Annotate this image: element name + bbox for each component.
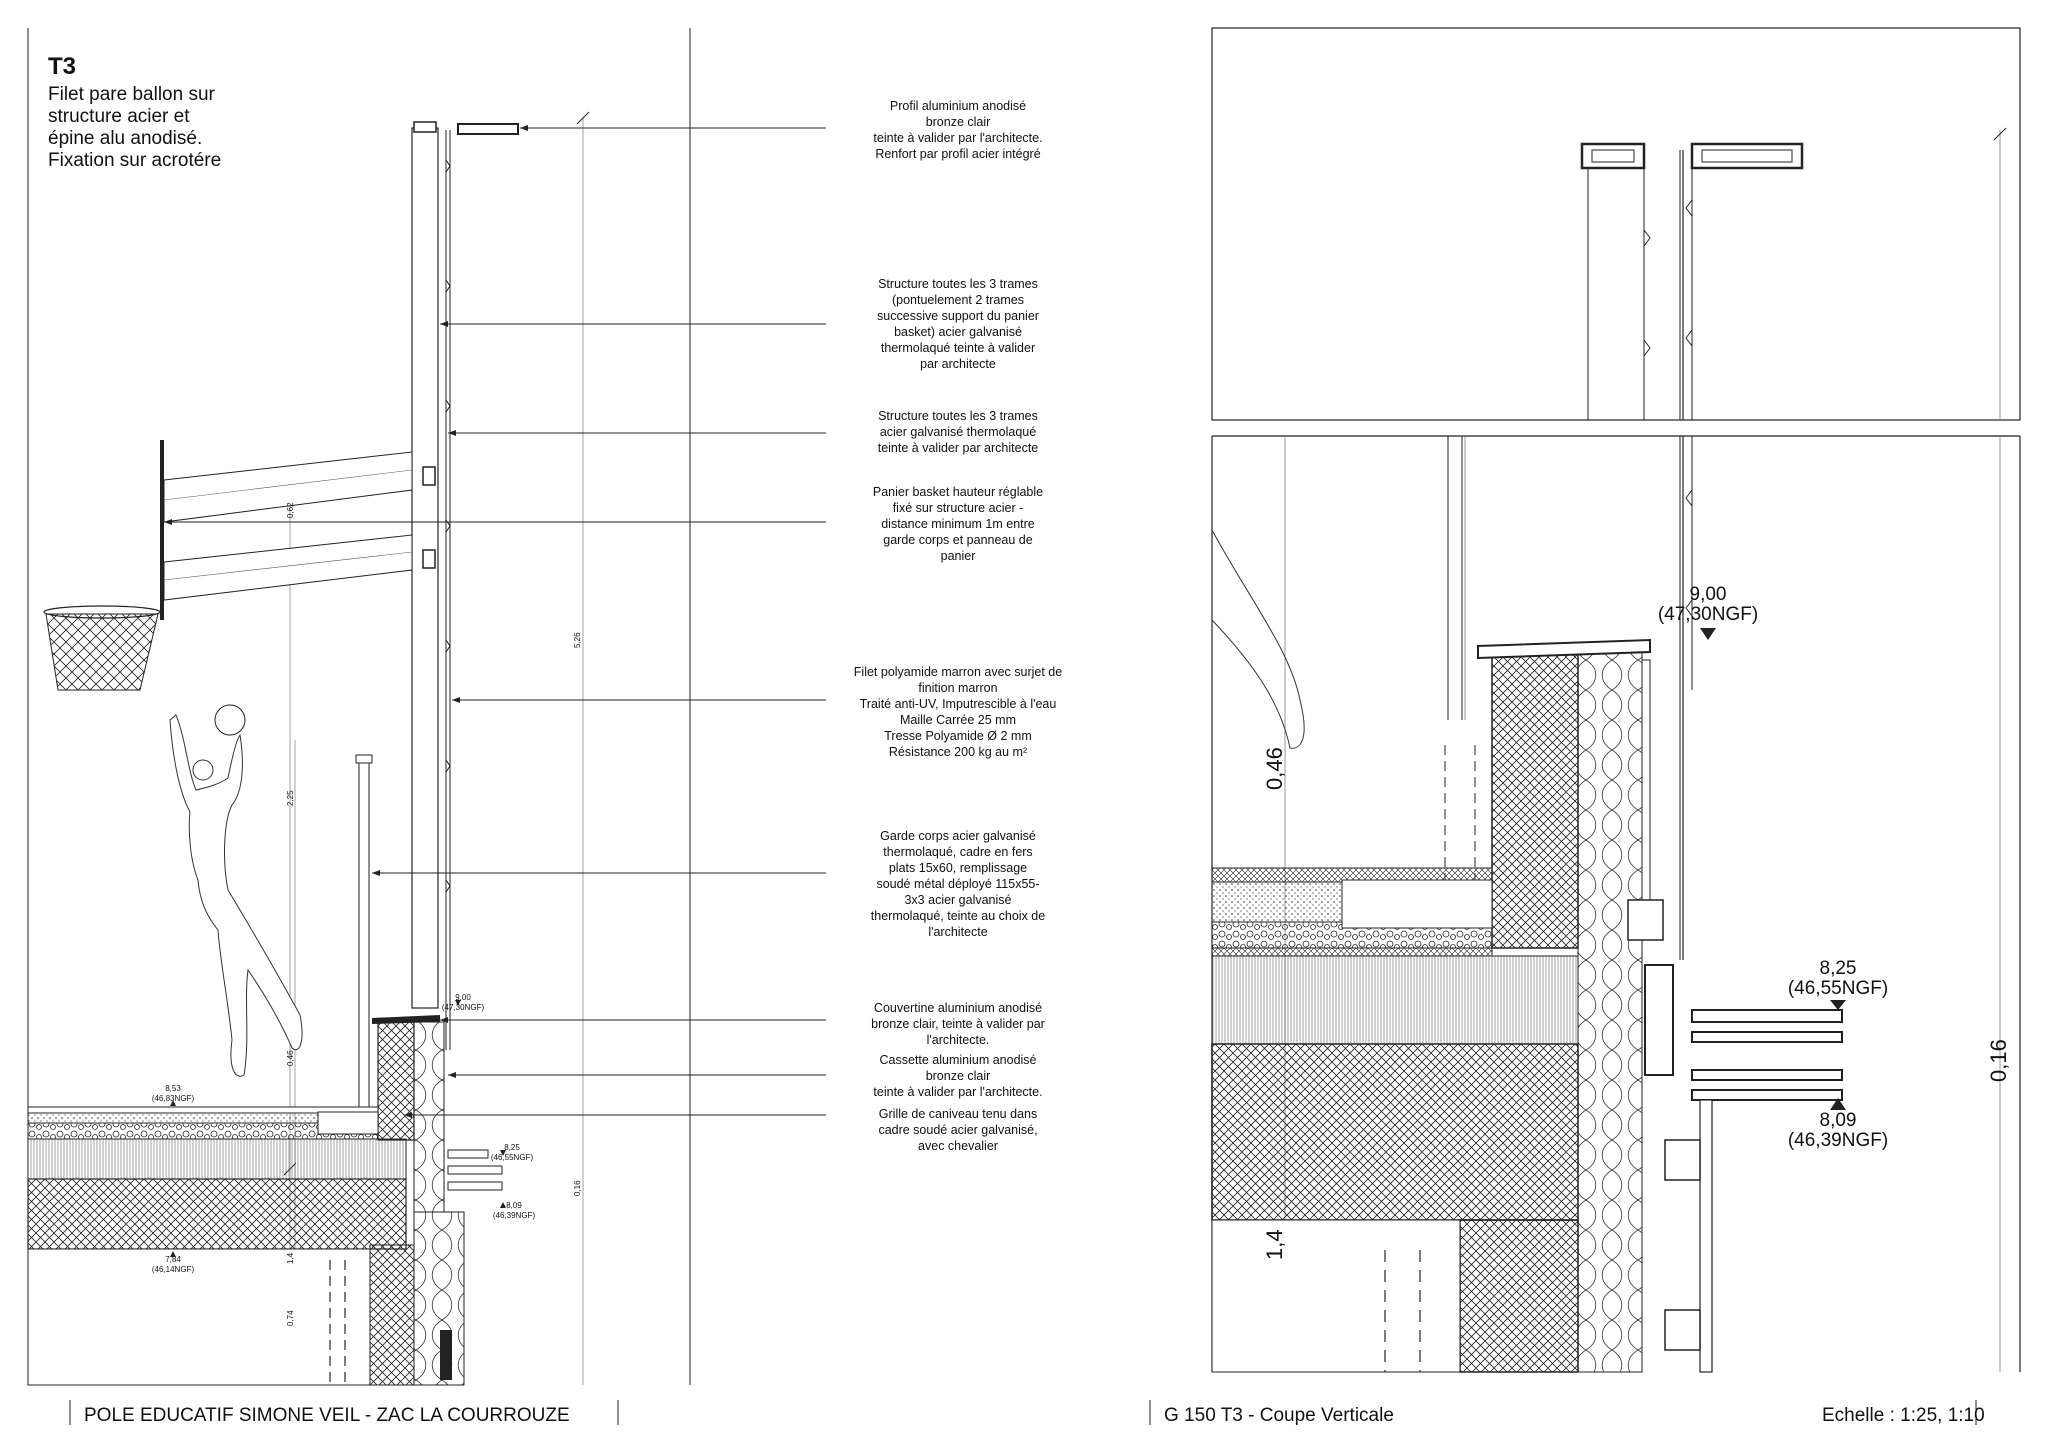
svg-text:9,00: 9,00: [1690, 584, 1727, 605]
title-block: [69, 1400, 1977, 1425]
svg-text:teinte à valider par l'archite: teinte à valider par l'architecte.: [873, 1085, 1042, 1099]
svg-text:Garde corps acier galvanisé: Garde corps acier galvanisé: [880, 829, 1036, 843]
dimension-label: 0,62: [286, 502, 295, 518]
svg-text:Renfort par profil acier intég: Renfort par profil acier intégré: [875, 147, 1040, 161]
svg-text:8,53: 8,53: [165, 1084, 181, 1093]
left-level-8-25: 8,25 (46,55NGF): [491, 1143, 534, 1162]
annotation-grille-caniveau: Grille de caniveau tenu dans cadre soudé…: [878, 1107, 1037, 1153]
svg-text:Tresse Polyamide Ø 2 mm: Tresse Polyamide Ø 2 mm: [884, 729, 1032, 743]
svg-text:Couvertine aluminium anodisé: Couvertine aluminium anodisé: [874, 1001, 1042, 1015]
svg-text:Résistance 200 kg au m²: Résistance 200 kg au m²: [889, 745, 1027, 759]
svg-text:garde corps et panneau de: garde corps et panneau de: [883, 533, 1032, 547]
svg-text:9,00: 9,00: [455, 993, 471, 1002]
svg-text:thermolaqué, cadre en fers: thermolaqué, cadre en fers: [883, 845, 1032, 859]
annotation-panier-basket: Panier basket hauteur réglable fixé sur …: [873, 485, 1043, 563]
svg-text:par architecte: par architecte: [920, 357, 996, 371]
sheet-title: G 150 T3 - Coupe Verticale: [1164, 1405, 1394, 1426]
svg-text:distance minimum 1m entre: distance minimum 1m entre: [881, 517, 1035, 531]
svg-text:avec chevalier: avec chevalier: [918, 1139, 998, 1153]
dimension-label: 0,16: [573, 1180, 582, 1196]
svg-text:(46,55NGF): (46,55NGF): [1788, 978, 1888, 999]
svg-text:8,25: 8,25: [1820, 958, 1857, 979]
dimension-label: 2,25: [286, 790, 295, 806]
annotation-structure-acier: Structure toutes les 3 trames acier galv…: [878, 409, 1039, 455]
svg-text:(46,39NGF): (46,39NGF): [493, 1211, 536, 1220]
description-line: structure acier et: [48, 106, 190, 127]
svg-text:(46,14NGF): (46,14NGF): [152, 1265, 195, 1274]
left-level-8-53: 8,53 (46,83NGF): [152, 1084, 195, 1103]
svg-text:3x3 acier galvanisé: 3x3 acier galvanisé: [904, 893, 1011, 907]
left-level-7-84: 7,84 (46,14NGF): [152, 1255, 195, 1274]
svg-text:teinte à valider par architect: teinte à valider par architecte: [878, 441, 1039, 455]
dimension-label: 0,46: [286, 1050, 295, 1066]
svg-text:(47,30NGF): (47,30NGF): [1658, 604, 1758, 625]
right-detail-1-10: [1211, 27, 2021, 1373]
dimension-label: 5,26: [573, 632, 582, 648]
svg-text:l'architecte.: l'architecte.: [927, 1033, 990, 1047]
annotation-cassette: Cassette aluminium anodisé bronze clair …: [873, 1053, 1042, 1099]
svg-text:Structure toutes les 3 trames: Structure toutes les 3 trames: [878, 277, 1038, 291]
svg-text:7,84: 7,84: [165, 1255, 181, 1264]
left-level-8-09: 8,09 (46,39NGF): [493, 1201, 536, 1220]
svg-text:(46,39NGF): (46,39NGF): [1788, 1130, 1888, 1151]
svg-text:Maille Carrée 25 mm: Maille Carrée 25 mm: [900, 713, 1016, 727]
svg-text:plats 15x60, remplissage: plats 15x60, remplissage: [889, 861, 1027, 875]
svg-text:cadre soudé acier galvanisé,: cadre soudé acier galvanisé,: [878, 1123, 1037, 1137]
right-level-9-00: 9,00 (47,30NGF): [1658, 584, 1758, 625]
svg-text:(46,55NGF): (46,55NGF): [491, 1153, 534, 1162]
svg-text:8,25: 8,25: [504, 1143, 520, 1152]
description-line: épine alu anodisé.: [48, 128, 202, 149]
svg-text:l'architecte: l'architecte: [928, 925, 987, 939]
dimension-label: 0,46: [1262, 747, 1287, 790]
description-line: Filet pare ballon sur: [48, 84, 216, 105]
svg-text:8,09: 8,09: [1820, 1110, 1857, 1131]
annotation-couvertine: Couvertine aluminium anodisé bronze clai…: [871, 1001, 1045, 1047]
detail-description: Filet pare ballon sur structure acier et…: [48, 84, 221, 171]
annotation-structure-support-panier: Structure toutes les 3 trames (pontuelem…: [877, 277, 1039, 371]
dimension-label: 1,4: [1262, 1229, 1287, 1260]
svg-text:(47,30NGF): (47,30NGF): [442, 1003, 485, 1012]
svg-text:8,09: 8,09: [506, 1201, 522, 1210]
svg-text:Grille de caniveau tenu dans: Grille de caniveau tenu dans: [879, 1107, 1037, 1121]
project-name: POLE EDUCATIF SIMONE VEIL - ZAC LA COURR…: [84, 1405, 570, 1426]
svg-text:fixé sur structure acier -: fixé sur structure acier -: [893, 501, 1024, 515]
annotation-garde-corps: Garde corps acier galvanisé thermolaqué,…: [871, 829, 1045, 939]
detail-code: T3: [48, 53, 76, 80]
left-detail-1-25: [27, 28, 826, 1386]
svg-text:Profil aluminium anodisé: Profil aluminium anodisé: [890, 99, 1026, 113]
svg-text:acier galvanisé thermolaqué: acier galvanisé thermolaqué: [880, 425, 1036, 439]
svg-text:bronze clair: bronze clair: [926, 1069, 991, 1083]
svg-text:thermolaqué, teinte au choix d: thermolaqué, teinte au choix de: [871, 909, 1045, 923]
svg-text:panier: panier: [941, 549, 976, 563]
svg-text:Structure toutes les 3 trames: Structure toutes les 3 trames: [878, 409, 1038, 423]
svg-text:soudé métal déployé 115x55-: soudé métal déployé 115x55-: [876, 877, 1039, 891]
dimension-label: 0,16: [1986, 1039, 2011, 1082]
svg-text:bronze clair, teinte à valider: bronze clair, teinte à valider par: [871, 1017, 1045, 1031]
svg-text:Filet polyamide marron avec su: Filet polyamide marron avec surjet de: [854, 665, 1062, 679]
svg-text:bronze clair: bronze clair: [926, 115, 991, 129]
left-level-9-00: 9,00 (47,30NGF): [442, 993, 485, 1012]
scale-label: Echelle : 1:25, 1:10: [1822, 1405, 1985, 1426]
annotation-filet-polyamide: Filet polyamide marron avec surjet de fi…: [854, 665, 1062, 759]
svg-text:successive support du panier: successive support du panier: [877, 309, 1039, 323]
svg-text:teinte à valider par l'archite: teinte à valider par l'architecte.: [873, 131, 1042, 145]
dimension-label: 0,74: [286, 1310, 295, 1326]
annotation-profil-aluminium: Profil aluminium anodisé bronze clair te…: [873, 99, 1042, 161]
svg-text:thermolaqué teinte à valider: thermolaqué teinte à valider: [881, 341, 1035, 355]
right-level-8-09: 8,09 (46,39NGF): [1788, 1110, 1888, 1151]
svg-text:(pontuelement 2 trames: (pontuelement 2 trames: [892, 293, 1024, 307]
right-level-8-25: 8,25 (46,55NGF): [1788, 958, 1888, 999]
svg-text:basket) acier galvanisé: basket) acier galvanisé: [894, 325, 1022, 339]
svg-text:Cassette aluminium anodisé: Cassette aluminium anodisé: [879, 1053, 1036, 1067]
svg-text:Traité anti-UV, Imputrescible: Traité anti-UV, Imputrescible à l'eau: [860, 697, 1057, 711]
svg-text:(46,83NGF): (46,83NGF): [152, 1094, 195, 1103]
dimension-label: 1,4: [286, 1252, 295, 1264]
svg-text:finition marron: finition marron: [918, 681, 997, 695]
description-line: Fixation sur acrotére: [48, 150, 221, 171]
svg-text:Panier basket hauteur réglable: Panier basket hauteur réglable: [873, 485, 1043, 499]
